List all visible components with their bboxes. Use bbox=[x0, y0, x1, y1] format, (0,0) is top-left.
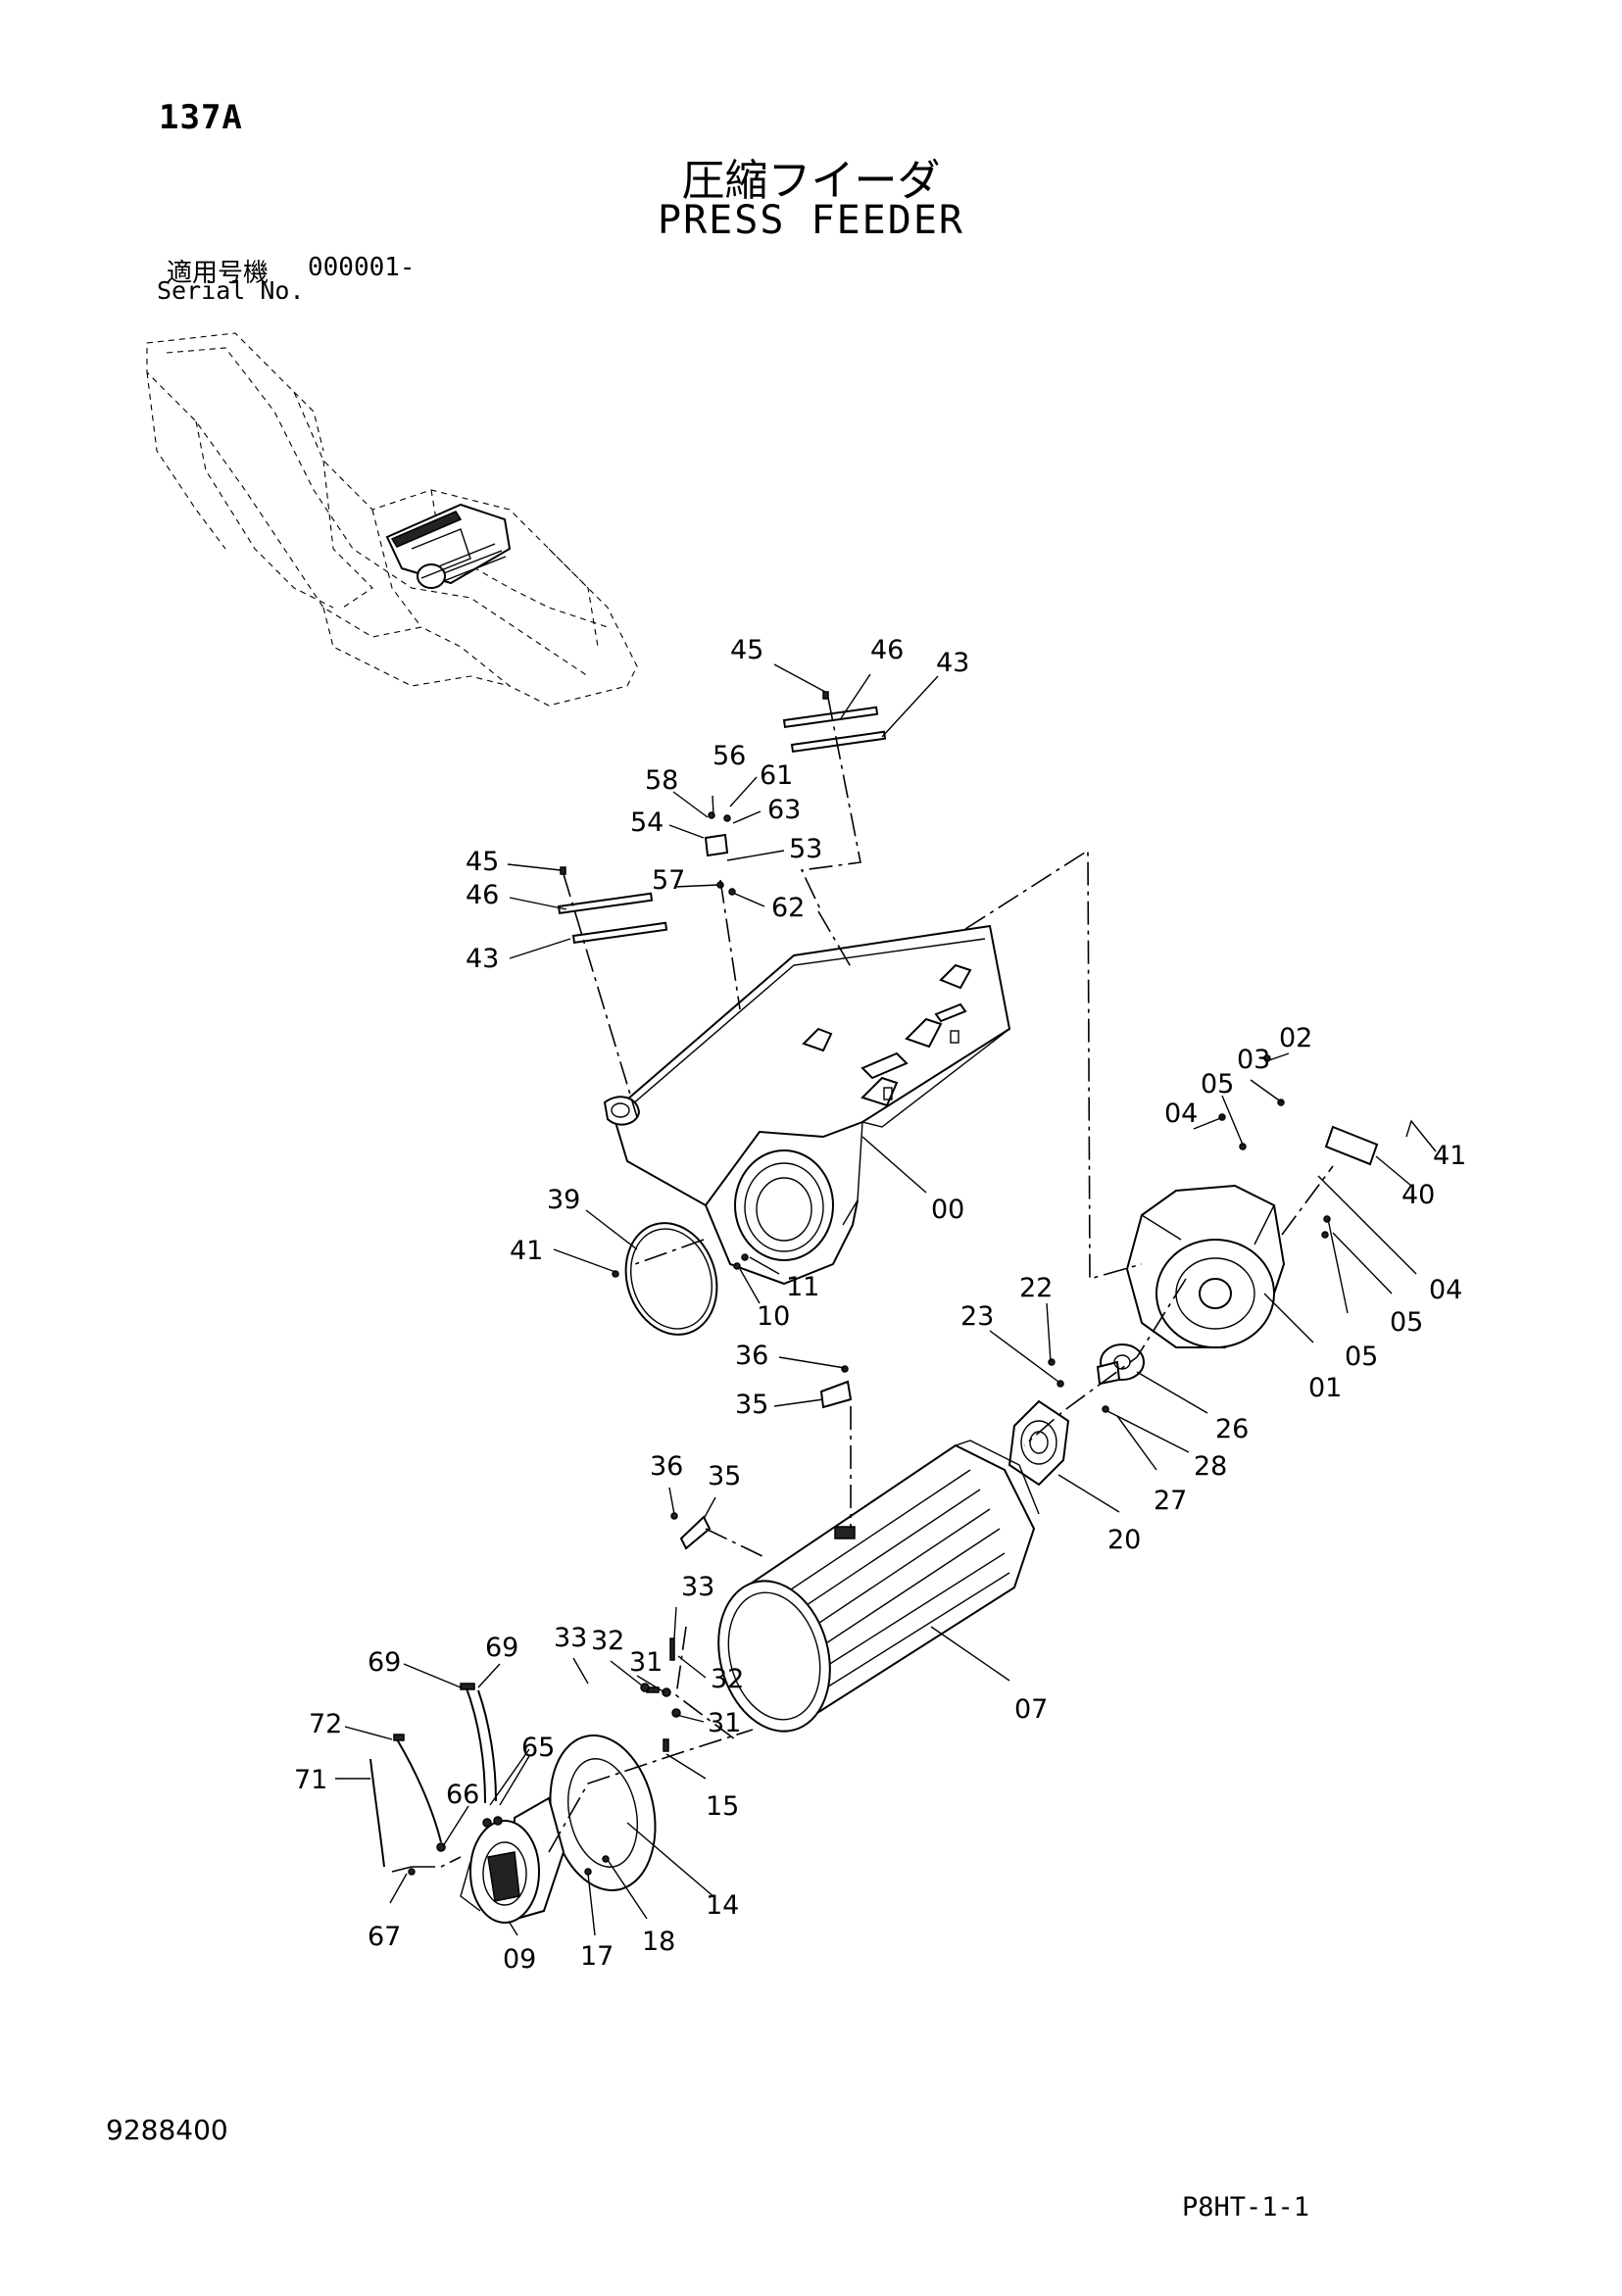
page-reference: P8HT-1-1 bbox=[1182, 2192, 1310, 2223]
part-20-bearing-unit bbox=[1008, 1399, 1070, 1487]
serial-label-japanese: 適用号機 bbox=[167, 259, 270, 288]
serial-label-english: Serial No. bbox=[157, 276, 305, 305]
callout-28: 28 bbox=[1194, 1451, 1227, 1482]
callout-61: 61 bbox=[760, 760, 793, 791]
callout-numbers: 45 46 43 56 58 61 63 54 53 57 62 45 46 4… bbox=[294, 635, 1466, 1975]
callout-20: 20 bbox=[1107, 1525, 1141, 1555]
callout-72: 72 bbox=[309, 1709, 342, 1739]
callout-31-lower: 31 bbox=[708, 1708, 741, 1738]
callout-31-upper: 31 bbox=[629, 1647, 663, 1678]
callout-26: 26 bbox=[1215, 1414, 1249, 1444]
part-01-end-housing bbox=[1125, 1184, 1286, 1348]
part-07-drum bbox=[717, 1440, 1040, 1733]
callout-32-left: 32 bbox=[591, 1626, 624, 1656]
callout-46-top: 46 bbox=[870, 635, 904, 665]
leader-lines bbox=[335, 663, 1437, 1936]
callout-58: 58 bbox=[645, 765, 678, 796]
callout-32-right: 32 bbox=[711, 1664, 744, 1694]
callout-45-top: 45 bbox=[730, 635, 763, 665]
serial-number-value: 000001- bbox=[308, 253, 416, 282]
callout-05-lower: 05 bbox=[1345, 1342, 1378, 1372]
callout-41-right: 41 bbox=[1433, 1141, 1466, 1171]
callout-27: 27 bbox=[1154, 1486, 1187, 1516]
callout-69-right: 69 bbox=[485, 1633, 518, 1663]
callout-69-left: 69 bbox=[368, 1647, 401, 1678]
callout-65: 65 bbox=[521, 1733, 555, 1763]
callout-14: 14 bbox=[706, 1890, 739, 1921]
callout-00: 00 bbox=[931, 1195, 964, 1225]
callout-11: 11 bbox=[786, 1272, 819, 1302]
callout-22: 22 bbox=[1019, 1273, 1053, 1303]
part-39-cover bbox=[624, 1222, 718, 1336]
callout-71: 71 bbox=[294, 1765, 327, 1795]
part-00-frame bbox=[603, 924, 1011, 1286]
callout-01: 01 bbox=[1308, 1373, 1342, 1403]
callout-02: 02 bbox=[1279, 1023, 1312, 1053]
callout-46-left: 46 bbox=[466, 880, 499, 910]
callout-43-top: 43 bbox=[936, 648, 969, 678]
page-code: 137A bbox=[159, 98, 243, 137]
callout-54: 54 bbox=[630, 807, 664, 838]
assembly-center-lines bbox=[391, 697, 1334, 1873]
callout-09: 09 bbox=[503, 1944, 536, 1975]
title-japanese: 圧縮フイーダ bbox=[681, 156, 941, 206]
callout-39: 39 bbox=[547, 1185, 580, 1215]
callout-07: 07 bbox=[1014, 1694, 1048, 1725]
part-40-plate bbox=[1324, 1125, 1379, 1166]
document-number: 9288400 bbox=[106, 2114, 228, 2146]
callout-36-lower: 36 bbox=[650, 1451, 683, 1482]
title-english: PRESS FEEDER bbox=[658, 198, 964, 243]
callout-17: 17 bbox=[580, 1941, 614, 1972]
callout-23: 23 bbox=[960, 1301, 994, 1332]
callout-35-lower: 35 bbox=[708, 1461, 741, 1491]
callout-56: 56 bbox=[713, 741, 746, 771]
callout-67: 67 bbox=[368, 1922, 401, 1952]
callout-35-upper: 35 bbox=[735, 1390, 768, 1420]
callout-62: 62 bbox=[771, 893, 805, 923]
callout-18: 18 bbox=[642, 1927, 675, 1957]
callout-04-right: 04 bbox=[1429, 1275, 1462, 1305]
hoses-69-71-72 bbox=[369, 1683, 497, 1868]
callout-53: 53 bbox=[789, 834, 822, 864]
part-26-shaft-flange bbox=[1096, 1343, 1145, 1386]
part-09-motor bbox=[460, 1796, 565, 1924]
callout-33-right: 33 bbox=[681, 1572, 714, 1602]
callout-36-upper: 36 bbox=[735, 1341, 768, 1371]
callout-05-right: 05 bbox=[1390, 1307, 1423, 1338]
press-feeder-location-highlight bbox=[385, 503, 512, 589]
callout-05-top: 05 bbox=[1201, 1069, 1234, 1099]
callout-15: 15 bbox=[706, 1791, 739, 1822]
callout-41-left: 41 bbox=[510, 1236, 543, 1266]
callout-33-left: 33 bbox=[554, 1623, 587, 1653]
callout-45-left: 45 bbox=[466, 847, 499, 877]
callout-40: 40 bbox=[1401, 1180, 1435, 1210]
callout-43-left: 43 bbox=[466, 944, 499, 974]
machine-location-overview bbox=[146, 332, 638, 707]
callout-57: 57 bbox=[652, 865, 685, 896]
callout-03: 03 bbox=[1237, 1045, 1270, 1075]
callout-66: 66 bbox=[446, 1780, 479, 1810]
callout-10: 10 bbox=[757, 1301, 790, 1332]
callout-04-top: 04 bbox=[1164, 1099, 1198, 1129]
callout-63: 63 bbox=[767, 795, 801, 825]
